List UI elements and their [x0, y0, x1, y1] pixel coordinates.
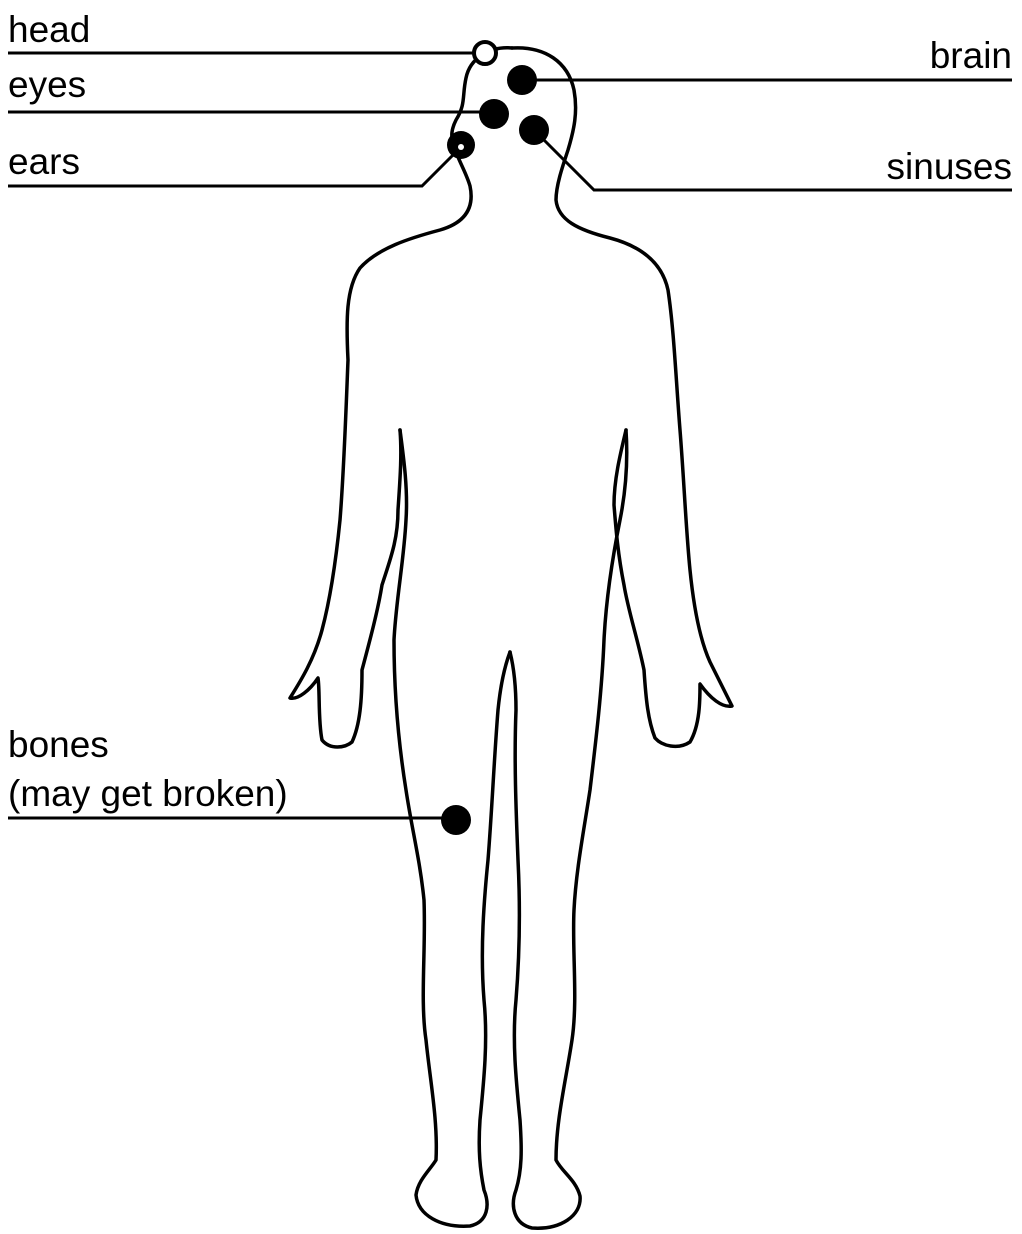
label-head: head	[8, 9, 90, 50]
head-marker-icon	[474, 42, 496, 64]
label-sinuses: sinuses	[887, 146, 1012, 187]
body-right-inner-arm	[510, 430, 627, 1228]
label-bones-note: (may get broken)	[8, 773, 288, 814]
body-right-outline	[512, 48, 732, 747]
body-left-outline	[290, 48, 512, 747]
leader-lines	[8, 53, 1012, 818]
brain-marker-icon	[507, 65, 537, 95]
label-bones: bones	[8, 724, 109, 765]
label-ears: ears	[8, 141, 80, 182]
eyes-marker-icon	[479, 99, 509, 129]
markers	[441, 42, 549, 835]
label-brain: brain	[930, 35, 1012, 76]
label-eyes: eyes	[8, 64, 86, 105]
labels: head eyes ears brain sinuses bones (may …	[8, 9, 1012, 814]
bones-marker-icon	[441, 805, 471, 835]
ears-marker-center-icon	[458, 144, 464, 150]
human-body-outline	[290, 48, 732, 1228]
sinuses-marker-icon	[519, 115, 549, 145]
